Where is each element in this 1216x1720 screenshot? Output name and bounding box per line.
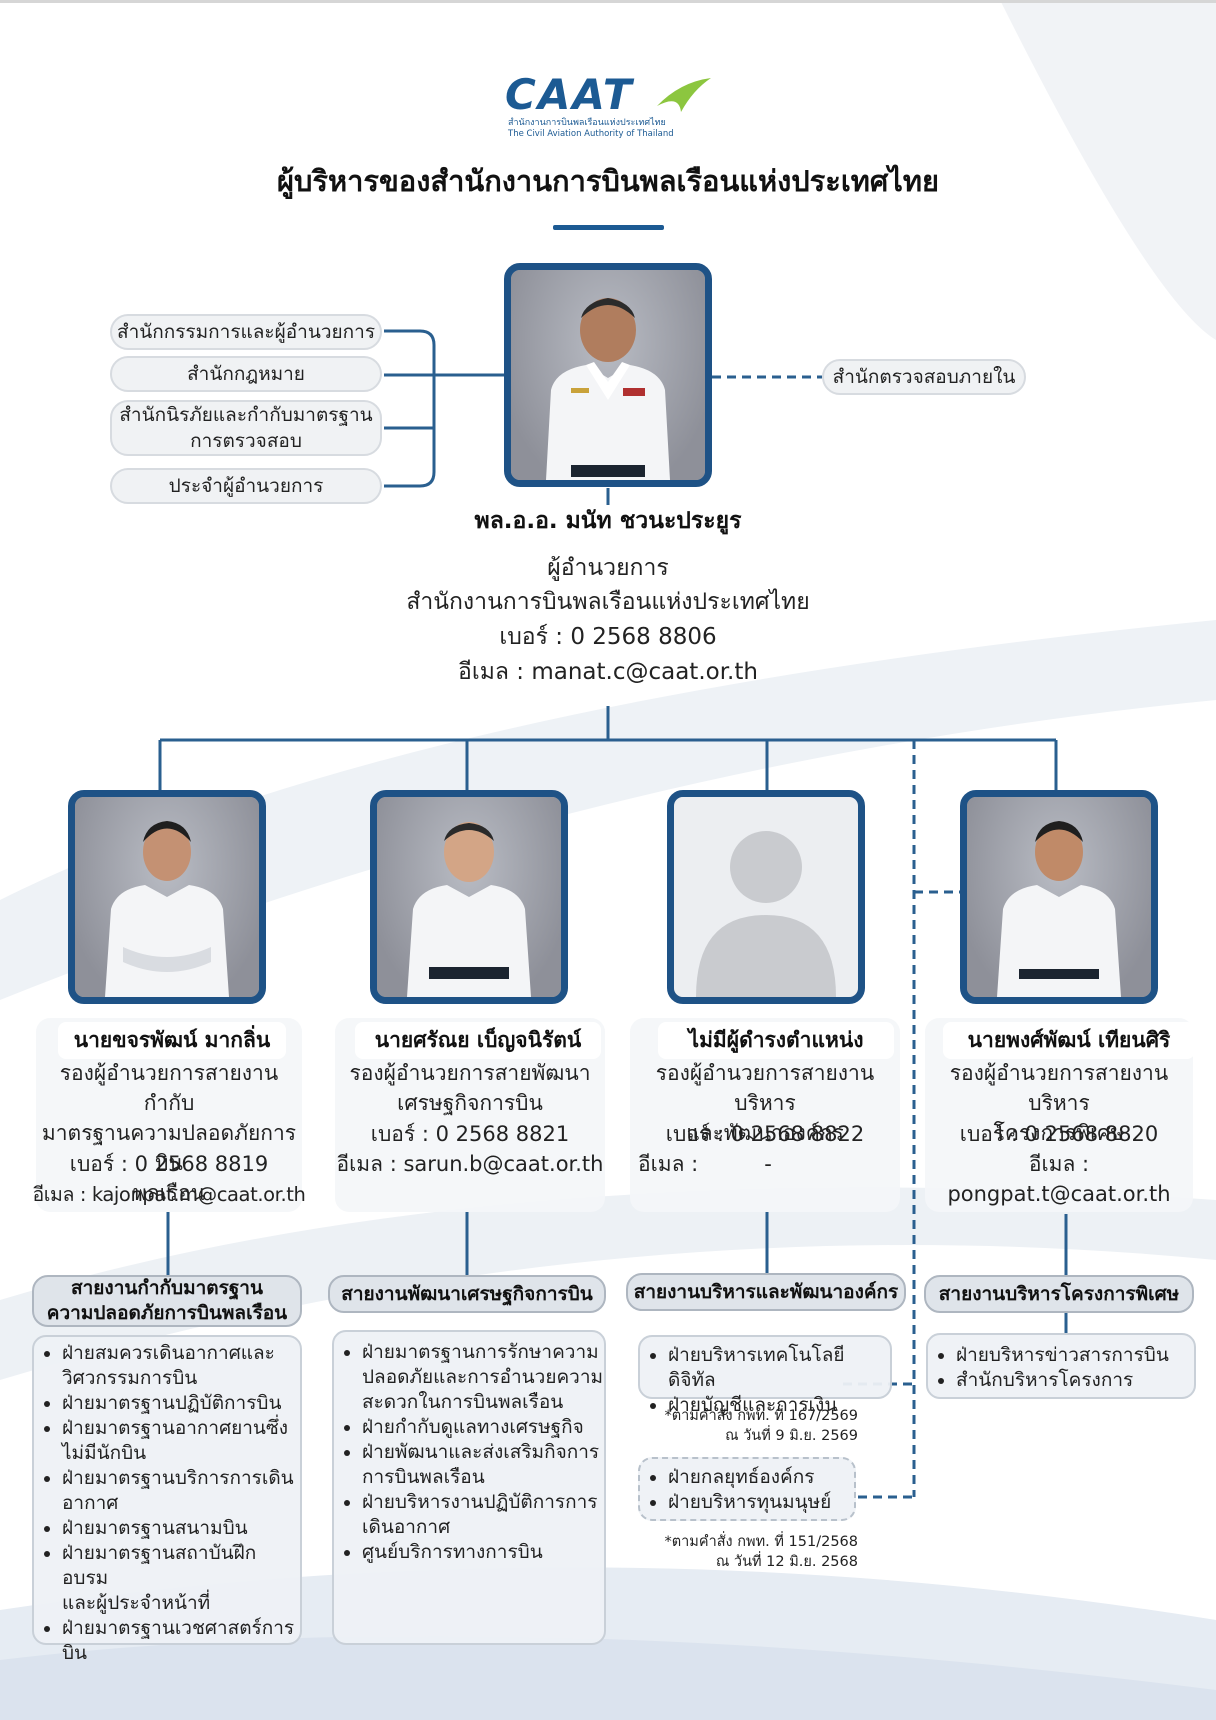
deputy-3-phone: เบอร์ : 0 2568 8822 bbox=[665, 1122, 865, 1146]
list-item: ฝ่ายกำกับดูแลทางเศรษฐกิจ bbox=[362, 1415, 604, 1440]
list-item: ฝ่ายบัญชีและการเงิน bbox=[668, 1393, 890, 1418]
order-note-151: *ตามคำสั่ง กพท. ที่ 151/2568 ณ วันที่ 12… bbox=[664, 1534, 859, 1570]
person-silhouette-icon bbox=[997, 821, 1121, 997]
deputy-4-name: นายพงศ์พัฒน์ เทียนศิริ bbox=[943, 1022, 1195, 1059]
deputy-4-phone: เบอร์ : 0 2568 8820 bbox=[959, 1122, 1159, 1146]
director-name: พล.อ.อ. มนัท ชวนะประยูร bbox=[474, 508, 742, 534]
deputy-1-phone: เบอร์ : 0 2568 8819 bbox=[69, 1152, 269, 1176]
director-photo bbox=[504, 263, 712, 487]
deputy-1-position: รองผู้อำนวยการสายงานกำกับ มาตรฐานความปลอ… bbox=[41, 1061, 297, 1205]
list-item: ฝ่ายบริหารข่าวสารการบิน bbox=[956, 1343, 1194, 1368]
list-item: ฝ่ายมาตรฐานสนามบิน bbox=[62, 1516, 300, 1541]
logo-wordmark: CAAT bbox=[505, 70, 634, 119]
deputy-2-name: นายศรัณย เบ็ญจนิรัตน์ bbox=[355, 1022, 601, 1059]
deputy-2-position: รองผู้อำนวยการสายพัฒนา เศรษฐกิจการบิน bbox=[349, 1061, 591, 1115]
director-organization: สำนักงานการบินพลเรือนแห่งประเทศไทย bbox=[406, 589, 810, 615]
title-underline bbox=[553, 225, 664, 230]
list-item: ฝ่ายมาตรฐานปฏิบัติการบิน bbox=[62, 1391, 300, 1416]
section-header-economic-development: สายงานพัฒนาเศรษฐกิจการบิน bbox=[328, 1275, 606, 1313]
units-list-safety-standards: ฝ่ายสมควรเดินอากาศและ วิศวกรรมการบิน ฝ่า… bbox=[32, 1335, 302, 1664]
units-list-org-management-a: ฝ่ายบริหารเทคโนโลยีดิจิทัล ฝ่ายบัญชีและก… bbox=[638, 1335, 892, 1416]
office-pill-internal-audit: สำนักตรวจสอบภายใน bbox=[822, 359, 1026, 395]
order-note-167: *ตามคำสั่ง กพท. ที่ 167/2569 ณ วันที่ 9 … bbox=[664, 1408, 859, 1444]
deputy-2-phone: เบอร์ : 0 2568 8821 bbox=[370, 1122, 570, 1146]
deputy-2-photo bbox=[370, 790, 568, 1004]
list-item: ฝ่ายบริหารเทคโนโลยีดิจิทัล bbox=[668, 1343, 890, 1393]
caat-logo: CAAT สำนักงานการบินพลเรือนแห่งประเทศไทย … bbox=[505, 72, 715, 148]
page-title: ผู้บริหารของสำนักงานการบินพลเรือนแห่งประ… bbox=[277, 164, 939, 198]
list-item: สำนักบริหารโครงการ bbox=[956, 1368, 1194, 1393]
units-list-economic-development: ฝ่ายมาตรฐานการรักษาความ ปลอดภัยและการอำน… bbox=[332, 1330, 606, 1645]
list-item: ฝ่ายพัฒนาและส่งเสริมกิจการ การบินพลเรือน bbox=[362, 1440, 604, 1490]
person-silhouette-icon bbox=[105, 821, 229, 997]
deputy-4-email: อีเมล : pongpat.t@caat.or.th bbox=[947, 1152, 1171, 1206]
deputy-4-photo bbox=[960, 790, 1158, 1004]
deputy-3-photo-placeholder bbox=[667, 790, 865, 1004]
director-email: อีเมล : manat.c@caat.or.th bbox=[458, 659, 758, 685]
list-item: ฝ่ายบริหารทุนมนุษย์ bbox=[668, 1490, 854, 1515]
deputy-3-position: รองผู้อำนวยการสายงานบริหาร และพัฒนาองค์ก… bbox=[655, 1061, 875, 1145]
deputy-1-name: นายขจรพัฒน์ มากลิ่น bbox=[58, 1022, 286, 1059]
deputy-2-email: อีเมล : sarun.b@caat.or.th bbox=[336, 1152, 604, 1176]
deputy-1-photo bbox=[68, 790, 266, 1004]
avatar-placeholder-icon bbox=[696, 831, 836, 997]
office-pill-safety: สำนักนิรภัยและกำกับมาตรฐาน การตรวจสอบ bbox=[110, 400, 382, 456]
list-item: ฝ่ายบริหารงานปฏิบัติการการ เดินอากาศ bbox=[362, 1490, 604, 1540]
office-pill-director-staff: ประจำผู้อำนวยการ bbox=[110, 468, 382, 504]
office-pill-legal: สำนักกฎหมาย bbox=[110, 356, 382, 392]
logo-swoosh-icon bbox=[657, 78, 711, 112]
deputy-3-email-value: - bbox=[764, 1152, 772, 1176]
section-header-special-projects: สายงานบริหารโครงการพิเศษ bbox=[924, 1275, 1194, 1313]
deputy-4-position: รองผู้อำนวยการสายงานบริหาร โครงการพิเศษ bbox=[949, 1061, 1169, 1145]
list-item: ฝ่ายกลยุทธ์องค์กร bbox=[668, 1465, 854, 1490]
deputy-3-email-label: อีเมล : bbox=[638, 1152, 699, 1176]
list-item: ฝ่ายมาตรฐานสถาบันฝึกอบรม และผู้ประจำหน้า… bbox=[62, 1541, 300, 1616]
director-phone: เบอร์ : 0 2568 8806 bbox=[499, 624, 717, 650]
section-header-org-management: สายงานบริหารและพัฒนาองค์กร bbox=[626, 1273, 906, 1311]
list-item: ฝ่ายสมควรเดินอากาศและ วิศวกรรมการบิน bbox=[62, 1341, 300, 1391]
office-pill-board: สำนักกรรมการและผู้อำนวยการ bbox=[110, 314, 382, 350]
list-item: ฝ่ายมาตรฐานเวชศาสตร์การบิน bbox=[62, 1616, 300, 1666]
list-item: ฝ่ายมาตรฐานการรักษาความ ปลอดภัยและการอำน… bbox=[362, 1340, 604, 1415]
top-border bbox=[0, 0, 1216, 3]
deputy-1-email: อีเมล : kajonpat.m@caat.or.th bbox=[32, 1183, 306, 1206]
units-list-special-projects: ฝ่ายบริหารข่าวสารการบิน สำนักบริหารโครงก… bbox=[926, 1333, 1196, 1399]
person-silhouette-icon bbox=[546, 298, 670, 480]
director-position: ผู้อำนวยการ bbox=[547, 555, 669, 581]
list-item: ศูนย์บริการทางการบิน bbox=[362, 1540, 604, 1565]
list-item: ฝ่ายมาตรฐานอากาศยานซึ่ง ไม่มีนักบิน bbox=[62, 1416, 300, 1466]
units-list-org-management-b: ฝ่ายกลยุทธ์องค์กร ฝ่ายบริหารทุนมนุษย์ bbox=[638, 1457, 856, 1521]
logo-subtitle-en: The Civil Aviation Authority of Thailand bbox=[508, 129, 674, 139]
person-silhouette-icon bbox=[407, 822, 531, 997]
list-item: ฝ่ายมาตรฐานบริการการเดิน อากาศ bbox=[62, 1466, 300, 1516]
deputy-3-name: ไม่มีผู้ดำรงตำแหน่ง bbox=[658, 1022, 894, 1059]
logo-subtitle-th: สำนักงานการบินพลเรือนแห่งประเทศไทย bbox=[508, 118, 666, 128]
section-header-safety-standards: สายงานกำกับมาตรฐาน ความปลอดภัยการบินพลเร… bbox=[32, 1275, 302, 1327]
